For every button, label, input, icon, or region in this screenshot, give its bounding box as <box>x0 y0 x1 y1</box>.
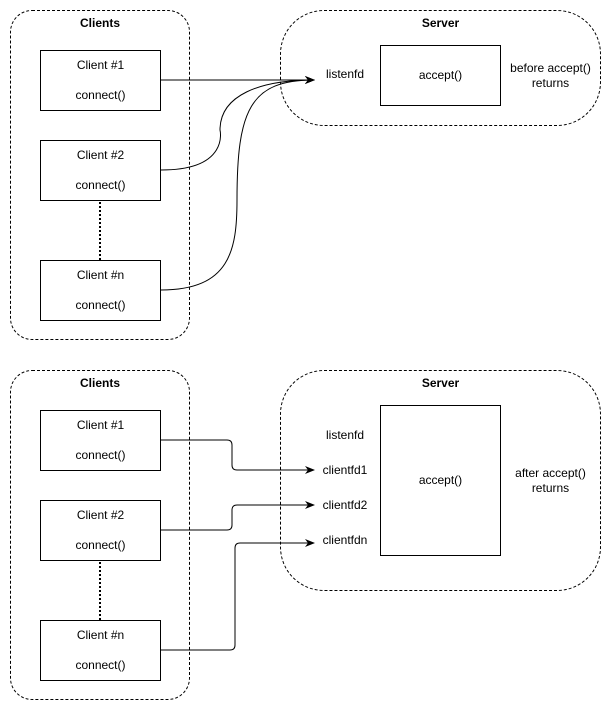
note-line2-top: returns <box>531 76 570 90</box>
note-line1-top: before accept() <box>510 61 591 75</box>
arrow-clientn-to-clientfdn <box>161 539 315 651</box>
server-title-top: Server <box>421 16 460 30</box>
clientfd1-label: clientfd1 <box>322 463 368 477</box>
listenfd-label-top: listenfd <box>325 67 365 81</box>
note-line1-bottom: after accept() <box>515 466 586 480</box>
client-name-2-top: Client #2 <box>76 148 125 162</box>
client-name-1-top: Client #1 <box>76 58 125 72</box>
client-name-2-bottom: Client #2 <box>76 508 125 522</box>
clientfd2-label: clientfd2 <box>322 498 368 512</box>
clients-title-bottom: Clients <box>79 376 120 390</box>
client-call-1-top: connect() <box>75 88 126 102</box>
accept-box-bottom <box>380 405 501 556</box>
client-call-n-top: connect() <box>75 298 126 312</box>
clients-title-top: Clients <box>79 16 120 30</box>
clients-group-top <box>10 10 190 340</box>
listenfd-label-bottom: listenfd <box>325 428 365 442</box>
server-group-top <box>280 10 601 126</box>
server-group-bottom <box>280 370 601 591</box>
accept-label-bottom: accept() <box>418 473 463 487</box>
note-line2-bottom: returns <box>531 481 570 495</box>
client-name-n-bottom: Client #n <box>76 628 125 642</box>
server-title-bottom: Server <box>421 376 460 390</box>
client-call-2-top: connect() <box>75 178 126 192</box>
client-box-2-bottom <box>40 500 161 561</box>
arrow-client1-to-clientfd1 <box>161 439 315 474</box>
accept-label-top: accept() <box>418 68 463 82</box>
arrow-client2-to-clientfd2 <box>161 501 315 531</box>
client-box-n-top <box>40 260 161 321</box>
client-name-n-top: Client #n <box>76 268 125 282</box>
client-box-2-top <box>40 140 161 201</box>
accept-box-top <box>380 45 501 106</box>
client-box-1-bottom <box>40 410 161 471</box>
arrow-client2-to-listenfd <box>160 76 315 171</box>
clientfdn-label: clientfdn <box>322 533 368 547</box>
client-box-1-top <box>40 50 161 111</box>
client-call-n-bottom: connect() <box>75 658 126 672</box>
client-call-1-bottom: connect() <box>75 448 126 462</box>
arrow-clientn-to-listenfd <box>160 76 315 291</box>
client-call-2-bottom: connect() <box>75 538 126 552</box>
client-name-1-bottom: Client #1 <box>76 418 125 432</box>
clients-group-bottom <box>10 370 190 700</box>
client-box-n-bottom <box>40 620 161 681</box>
